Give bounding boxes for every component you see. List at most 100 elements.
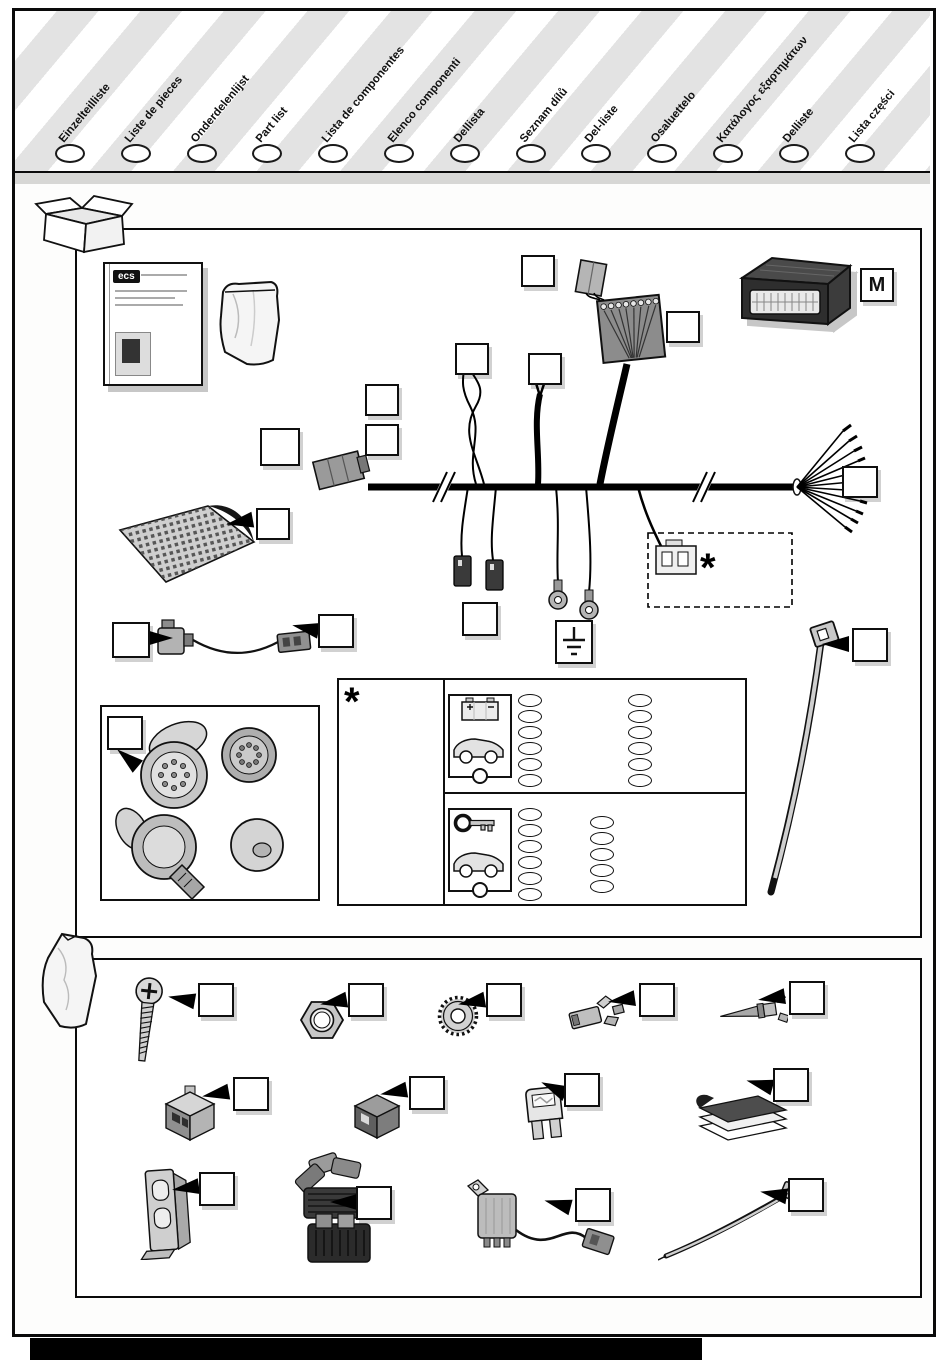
part-number-box (365, 424, 399, 456)
battery-car-icon (448, 694, 512, 778)
item-number-oval (450, 144, 480, 163)
part-number-box (575, 1188, 611, 1222)
ignition-key-car-icon (448, 808, 512, 892)
item-number-oval (581, 144, 611, 163)
wire-color-oval (590, 864, 614, 877)
item-number-oval (779, 144, 809, 163)
wire-color-oval (518, 710, 542, 723)
lang-label-fr: Liste de pieces (122, 74, 186, 145)
part-number-box (318, 614, 354, 648)
wire-color-oval (628, 726, 652, 739)
part-number-box (462, 602, 498, 636)
item-number-oval (384, 144, 414, 163)
wire-color-oval (518, 808, 542, 821)
holder-bracket-icon (140, 1168, 191, 1260)
plastic-bag-icon (219, 280, 281, 366)
lang-label-fi: Osaluettelo (648, 89, 699, 145)
part-number-box (486, 983, 522, 1017)
language-header: Einzelteilliste Liste de pieces Onderdel… (15, 11, 930, 171)
asterisk-table: * (344, 680, 360, 724)
footer-bar (30, 1338, 702, 1360)
manual-text-line (115, 304, 183, 306)
part-number-box (260, 428, 300, 466)
item-number-oval (121, 144, 151, 163)
item-number-oval (187, 144, 217, 163)
part-number-box (639, 983, 675, 1017)
wire-color-oval (628, 710, 652, 723)
part-number-box (842, 466, 878, 498)
wire-color-oval (518, 824, 542, 837)
manual-text-line (115, 297, 175, 299)
wire-color-oval (518, 774, 542, 787)
adhesive-mat-icon (118, 505, 256, 583)
wire-color-oval (590, 816, 614, 829)
table-divider-horizontal (443, 792, 745, 794)
part-number-box (198, 983, 234, 1017)
screw-icon (135, 977, 163, 1062)
part-number-box (666, 311, 700, 343)
part-number-box (256, 508, 290, 540)
instruction-manual: ecs (103, 262, 203, 386)
wire-color-oval (518, 840, 542, 853)
lang-label-sv: Dellista (451, 105, 488, 145)
pointer-wedge (146, 630, 173, 646)
wire-color-oval (628, 694, 652, 707)
manual-text-line (115, 290, 187, 292)
item-number-oval (252, 144, 282, 163)
socket-kit-icon (115, 720, 284, 901)
part-number-box (564, 1073, 600, 1107)
plastic-bag-small-icon (41, 932, 98, 1029)
item-number-oval (318, 144, 348, 163)
ground-symbol-box (555, 620, 593, 664)
wiring-harness-diagram (311, 259, 870, 620)
bridge-lead-icon (157, 619, 312, 655)
wire-color-oval (518, 694, 542, 707)
manual-cover-image (115, 332, 151, 376)
multipin-connector (595, 293, 667, 365)
module-label-box: M (860, 268, 894, 302)
lang-label-en: Part list (253, 104, 291, 145)
part-number-box (348, 983, 384, 1017)
manual-text-line (141, 274, 187, 276)
connection-option-table (337, 678, 747, 906)
wire-color-oval (518, 742, 542, 755)
manual-spine (109, 264, 110, 384)
toothed-washer-icon (437, 995, 479, 1037)
two-pin-connector-top (574, 259, 608, 297)
part-number-box (852, 628, 888, 662)
ecs-logo: ecs (113, 270, 140, 283)
relay-pigtail-icon (466, 1179, 615, 1256)
flat-terminal-icon (568, 995, 625, 1030)
asterisk-optional-connector: * (700, 546, 716, 590)
wire-color-oval (590, 880, 614, 893)
part-number-box (107, 716, 143, 750)
item-number-oval (845, 144, 875, 163)
mini-fuse-icon (525, 1086, 564, 1141)
wire-color-oval (628, 758, 652, 771)
lang-label-cs: Seznam dílů (517, 85, 571, 145)
item-number-oval (647, 144, 677, 163)
lang-label-da: Del-liste (582, 103, 621, 145)
wire-color-oval (518, 856, 542, 869)
part-number-box (773, 1068, 809, 1102)
part-number-box (521, 255, 555, 287)
part-number-box (365, 384, 399, 416)
part-number-box (789, 981, 825, 1015)
lang-label-pl: Lista części (846, 87, 898, 145)
part-number-box (112, 622, 150, 658)
header-gray-band (15, 173, 930, 184)
control-module-icon (739, 256, 853, 326)
cable-tie-icon (658, 1181, 804, 1261)
wire-color-oval (628, 742, 652, 755)
wire-color-oval (590, 832, 614, 845)
wire-color-oval (518, 726, 542, 739)
wire-color-oval (590, 848, 614, 861)
harness-left-connector (311, 450, 371, 491)
connector-housing2-icon (353, 1094, 401, 1140)
lang-label-no: Delliste (780, 105, 817, 145)
part-number-box (788, 1178, 824, 1212)
wire-color-oval (628, 774, 652, 787)
pin-terminal-icon (720, 992, 788, 1023)
connector-housing-icon (164, 1085, 216, 1142)
